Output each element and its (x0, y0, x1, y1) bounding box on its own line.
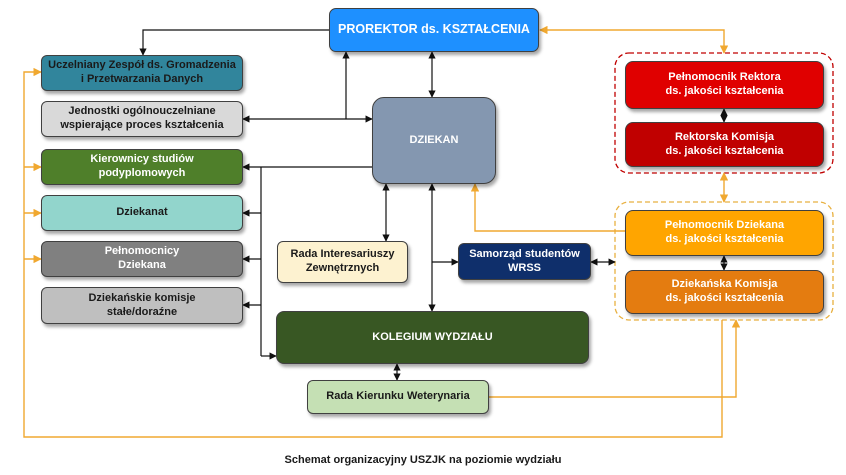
node-dziekan: DZIEKAN (372, 97, 496, 184)
node-prorektor-label: PROREKTOR ds. KSZTAŁCENIA (338, 22, 530, 37)
node-pelnomocnik-rektora-label: Pełnomocnik Rektora ds. jakości kształce… (665, 71, 784, 97)
node-rada-interes-label: Rada Interesariuszy Zewnętrznych (290, 248, 395, 274)
connector-prorektor-pelnomocnik-rektora (539, 25, 729, 54)
connector-prorektor-zespol (139, 29, 330, 56)
node-rada-kierunku-label: Rada Kierunku Weterynaria (326, 390, 470, 403)
node-zespol: Uczelniany Zespół ds. Gromadzenia i Prze… (41, 55, 243, 91)
node-komisja-dziekanska-label: Dziekańska Komisja ds. jakości kształcen… (665, 278, 784, 304)
diagram-caption: Schemat organizacyjny USZJK na poziomie … (284, 454, 562, 466)
node-komisje-label: Dziekańskie komisje stałe/doraźne (88, 291, 196, 318)
node-komisja-rektorska-label: Rektorska Komisja ds. jakości kształceni… (665, 130, 784, 157)
gold-connectors (23, 25, 741, 438)
node-rada-interes: Rada Interesariuszy Zewnętrznych (277, 241, 408, 283)
node-jednostki-label: Jednostki ogólnouczelniane wspierające p… (60, 105, 224, 131)
node-kierownicy: Kierownicy studiów podyplomowych (41, 149, 243, 185)
node-komisje: Dziekańskie komisje stałe/doraźne (41, 287, 243, 324)
node-dziekan-label: DZIEKAN (409, 133, 459, 146)
node-kolegium: KOLEGIUM WYDZIAŁU (276, 311, 589, 364)
connector-rada-kierunku-dean-group (489, 319, 741, 398)
node-samorzad: Samorząd studentów WRSS (458, 243, 591, 280)
node-pelnomocnicy-label: Pełnomocnicy Dziekana (104, 245, 180, 271)
connector-pelnomocnik-dziekana-dziekan (470, 183, 625, 232)
node-komisja-dziekanska: Dziekańska Komisja ds. jakości kształcen… (625, 270, 824, 314)
node-pelnomocnik-dziekana: Pełnomocnik Dziekana ds. jakości kształc… (625, 210, 824, 256)
node-dziekanat: Dziekanat (41, 195, 243, 231)
node-komisja-rektorska: Rektorska Komisja ds. jakości kształceni… (625, 122, 824, 167)
node-kolegium-label: KOLEGIUM WYDZIAŁU (372, 330, 493, 343)
black-connectors (139, 29, 728, 381)
node-rada-kierunku: Rada Kierunku Weterynaria (307, 380, 489, 414)
node-prorektor: PROREKTOR ds. KSZTAŁCENIA (329, 8, 539, 52)
node-dziekanat-label: Dziekanat (116, 206, 168, 219)
node-kierownicy-label: Kierownicy studiów podyplomowych (90, 153, 194, 179)
connector-feedback-loop (23, 67, 723, 438)
node-pelnomocnicy: Pełnomocnicy Dziekana (41, 241, 243, 277)
node-zespol-label: Uczelniany Zespół ds. Gromadzenia i Prze… (48, 59, 236, 85)
node-pelnomocnik-rektora: Pełnomocnik Rektora ds. jakości kształce… (625, 61, 824, 109)
node-jednostki: Jednostki ogólnouczelniane wspierające p… (41, 101, 243, 137)
node-pelnomocnik-dziekana-label: Pełnomocnik Dziekana ds. jakości kształc… (664, 219, 785, 245)
node-samorzad-label: Samorząd studentów WRSS (469, 247, 580, 274)
